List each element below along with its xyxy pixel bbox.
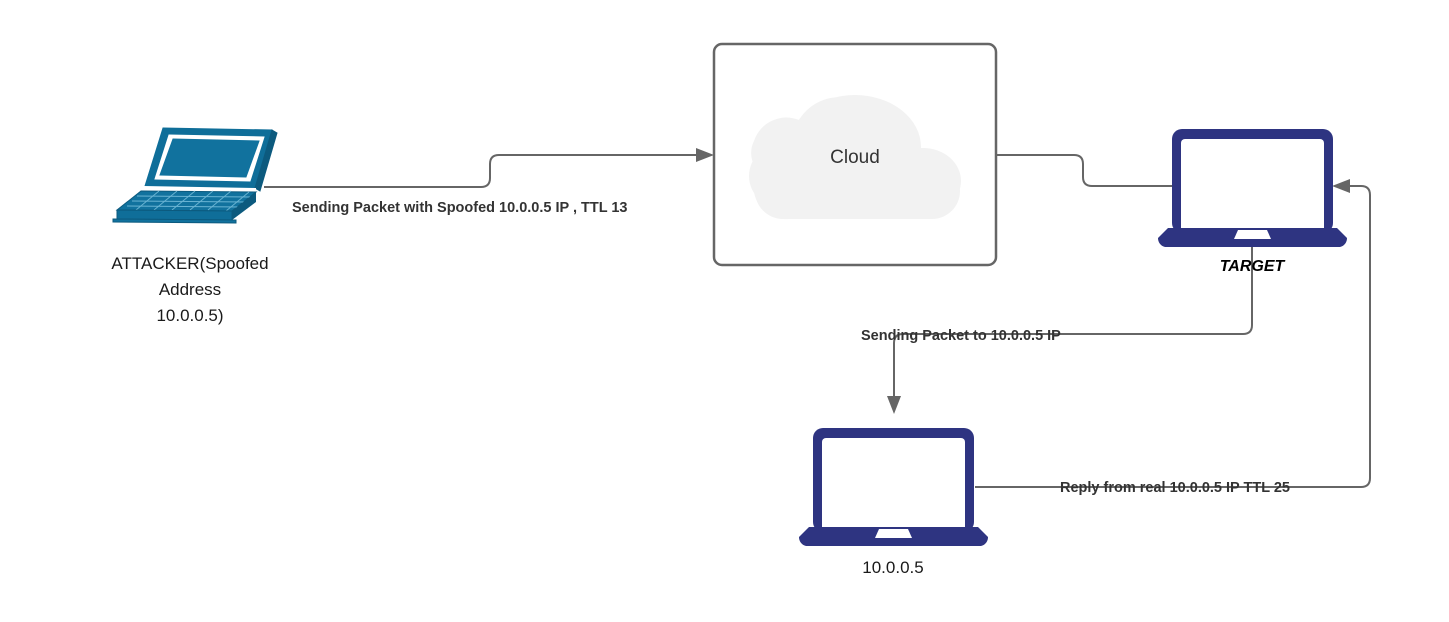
edge-target-to-victim-line [893,243,1253,400]
laptop-icon-target [1157,129,1348,247]
node-attacker[interactable]: ATTACKER(Spoofed Address 10.0.0.5) [111,127,278,325]
edge-label-attacker-to-cloud: Sending Packet with Spoofed 10.0.0.5 IP … [292,200,627,216]
attacker-label-line-3: 10.0.0.5) [156,306,223,325]
edge-label-victim-to-target: Reply from real 10.0.0.5 IP TTL 25 [1060,480,1290,496]
arrow-head-into-cloud [696,148,714,162]
edge-attacker-to-cloud-line [264,154,700,188]
attacker-label-line-2: Address [159,280,221,299]
arrow-head-into-victim [887,396,901,414]
laptop-icon-attacker [112,127,278,224]
node-target[interactable]: TARGET [1157,129,1348,275]
cloud-label: Cloud [830,147,880,168]
cloud-icon-base [755,163,960,219]
edge-victim-to-target [975,179,1371,488]
node-cloud[interactable]: Cloud [712,42,998,267]
node-victim[interactable]: 10.0.0.5 [798,428,989,577]
attacker-label-line-1: ATTACKER(Spoofed [111,254,268,273]
edge-target-to-victim [887,243,1253,414]
edge-attacker-to-cloud [264,148,714,188]
edge-cloud-to-target-line [996,154,1172,187]
victim-label: 10.0.0.5 [862,558,923,577]
laptop-icon-victim [798,428,989,546]
edge-cloud-to-target [996,154,1172,187]
edge-label-target-to-victim: Sending Packet to 10.0.0.5 IP [861,328,1061,344]
edge-victim-to-target-line [975,185,1371,488]
target-label: TARGET [1220,258,1286,275]
arrow-head-into-target [1332,179,1350,193]
